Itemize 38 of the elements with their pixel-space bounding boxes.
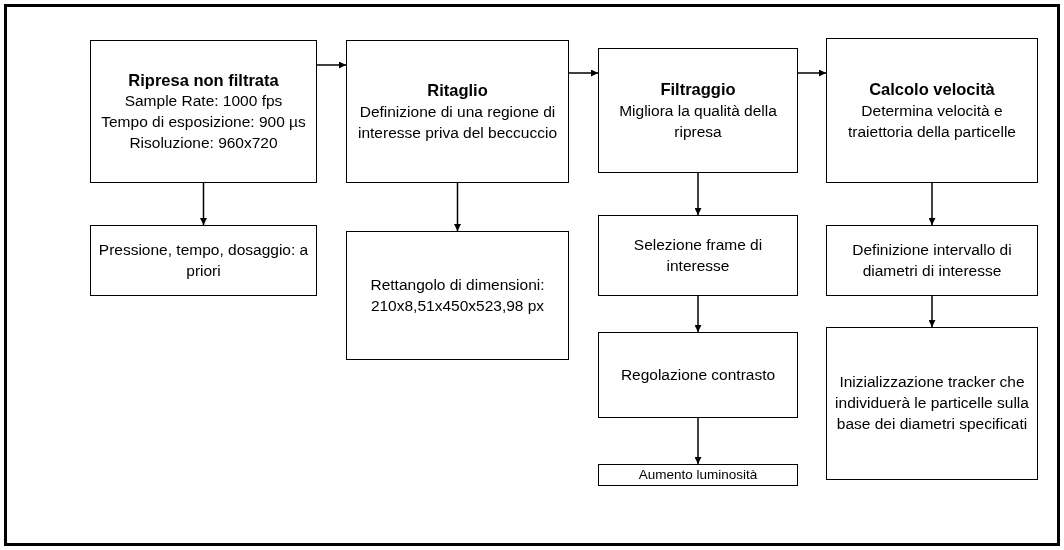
box-text: Pressione, tempo, dosaggio: a priori bbox=[97, 239, 310, 281]
box-text: Aumento luminosità bbox=[638, 465, 758, 484]
box-text: Selezione frame di interesse bbox=[632, 234, 764, 276]
box-heading: Calcolo velocità bbox=[869, 79, 995, 101]
box-heading: Filtraggio bbox=[660, 79, 736, 101]
box-text: Sample Rate: 1000 fps bbox=[124, 91, 283, 112]
process-box bbox=[598, 464, 798, 486]
process-box bbox=[90, 40, 317, 183]
process-box bbox=[346, 40, 569, 183]
arrow bbox=[694, 417, 702, 465]
process-box bbox=[598, 215, 798, 296]
box-text: Regolazione contrasto bbox=[620, 364, 776, 385]
process-box bbox=[598, 332, 798, 418]
process-box bbox=[346, 231, 569, 360]
box-text: Tempo di esposizione: 900 µs bbox=[101, 112, 306, 133]
box-text: Inizializzazione tracker che individuerà le particelle sulla base dei diametri specificati bbox=[834, 372, 1030, 434]
box-text: Definizione intervallo di diametri di interesse bbox=[851, 239, 1013, 281]
arrow bbox=[694, 295, 702, 333]
arrow bbox=[797, 69, 827, 77]
arrow bbox=[928, 182, 936, 226]
box-heading: Ripresa non filtrata bbox=[128, 70, 279, 91]
arrow bbox=[200, 182, 207, 226]
arrow bbox=[454, 182, 461, 232]
box-text: Migliora la qualità della ripresa bbox=[618, 100, 778, 142]
box-heading: Ritaglio bbox=[427, 80, 488, 102]
process-box bbox=[90, 225, 317, 296]
process-box bbox=[826, 225, 1038, 296]
arrow bbox=[568, 69, 599, 77]
arrow bbox=[928, 295, 936, 328]
box-text: Risoluzione: 960x720 bbox=[129, 133, 278, 154]
process-box bbox=[598, 48, 798, 173]
process-box bbox=[826, 327, 1038, 480]
box-text: Rettangolo di dimensioni: 210x8,51x450x523,98 px bbox=[369, 274, 546, 316]
process-box bbox=[826, 38, 1038, 183]
box-text: Definizione di una regione di interesse priva del beccuccio bbox=[357, 101, 558, 143]
box-text: Determina velocità e traiettoria della particelle bbox=[847, 100, 1017, 142]
arrow bbox=[316, 61, 347, 69]
arrow bbox=[694, 172, 702, 216]
